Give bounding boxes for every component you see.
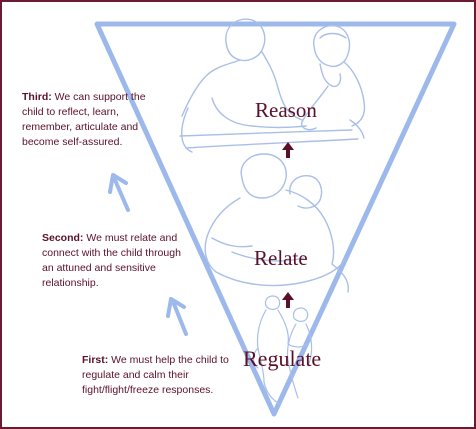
relate-figures-illustration: [204, 153, 349, 293]
note-first: First: We must help the child to regulat…: [82, 353, 232, 398]
note-third-text: We can support the child to reflect, lea…: [22, 91, 146, 148]
regulate-figures-illustration: [252, 295, 313, 405]
stage-label-reason: Reason: [255, 98, 317, 122]
note-second-text: We must relate and connect with the chil…: [42, 232, 181, 289]
progress-arrow-upper: [108, 173, 130, 212]
note-first-text: We must help the child to regulate and c…: [82, 354, 229, 396]
up-arrow-relate-to-reason: [282, 142, 294, 158]
inverted-triangle: [94, 21, 457, 417]
progress-arrow-lower: [166, 297, 188, 336]
up-arrow-regulate-to-relate: [282, 292, 294, 308]
note-first-heading: First:: [82, 354, 109, 366]
note-second-heading: Second:: [42, 232, 84, 244]
note-third: Third: We can support the child to refle…: [22, 90, 162, 150]
reason-figures-illustration: [179, 18, 366, 153]
note-second: Second: We must relate and connect with …: [42, 231, 184, 291]
stage-label-regulate: Regulate: [243, 346, 322, 371]
note-third-heading: Third:: [22, 91, 52, 103]
stage-label-relate: Relate: [254, 246, 308, 270]
